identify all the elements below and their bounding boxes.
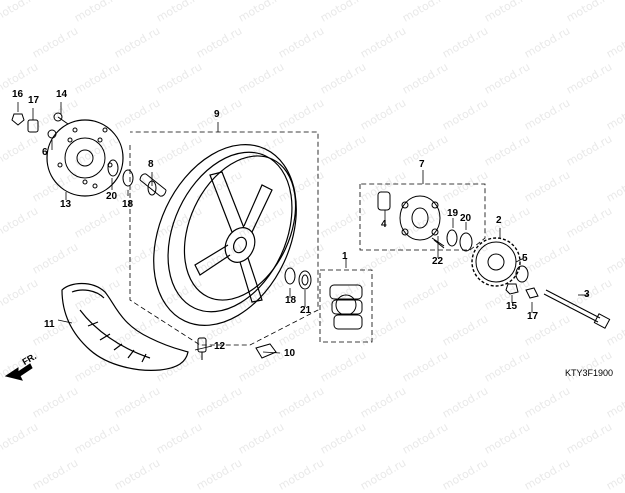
assembly-frames [129, 131, 486, 346]
callout-6: 6 [42, 147, 48, 158]
exploded-parts-diagram [4, 102, 611, 381]
rear-axle [505, 265, 611, 329]
callout-21: 21 [300, 305, 312, 316]
callout-17-right: 17 [527, 311, 539, 322]
brake-disc [46, 119, 124, 197]
callout-1: 1 [342, 251, 348, 262]
callout-18: 18 [122, 199, 134, 210]
pin-22 [433, 239, 445, 249]
damper-rubbers [329, 284, 363, 330]
front-arrow [4, 363, 33, 381]
final-driven-flange [377, 191, 473, 252]
right-bearings [284, 267, 312, 290]
callout-11: 11 [44, 319, 55, 330]
callout-3: 3 [584, 289, 590, 300]
callout-4: 4 [381, 219, 387, 230]
callout-12: 12 [214, 341, 226, 352]
callout-17: 17 [28, 95, 40, 106]
driven-sprocket [471, 237, 521, 287]
callout-14: 14 [56, 89, 68, 100]
callout-8: 8 [148, 159, 154, 170]
callout-5: 5 [522, 253, 528, 264]
callout-20: 20 [106, 191, 118, 202]
callout-22: 22 [432, 256, 444, 267]
callout-19: 19 [447, 208, 459, 219]
tire [61, 282, 189, 371]
left-bearings [107, 159, 167, 197]
balance-weight [255, 343, 277, 359]
diagram-code: KTY3F1900 [565, 368, 614, 378]
callout-16: 16 [12, 89, 24, 100]
disc-bolts [11, 112, 69, 139]
rear-wheel [153, 144, 297, 326]
callout-10: 10 [284, 348, 296, 359]
callout-13: 13 [60, 199, 72, 210]
callout-20-right: 20 [460, 213, 472, 224]
callout-15: 15 [506, 301, 518, 312]
air-valve [197, 337, 207, 360]
collar-8 [147, 180, 157, 196]
callout-2: 2 [496, 215, 502, 226]
callout-18-right: 18 [285, 295, 297, 306]
callout-9: 9 [214, 109, 220, 120]
callout-7: 7 [419, 159, 425, 170]
